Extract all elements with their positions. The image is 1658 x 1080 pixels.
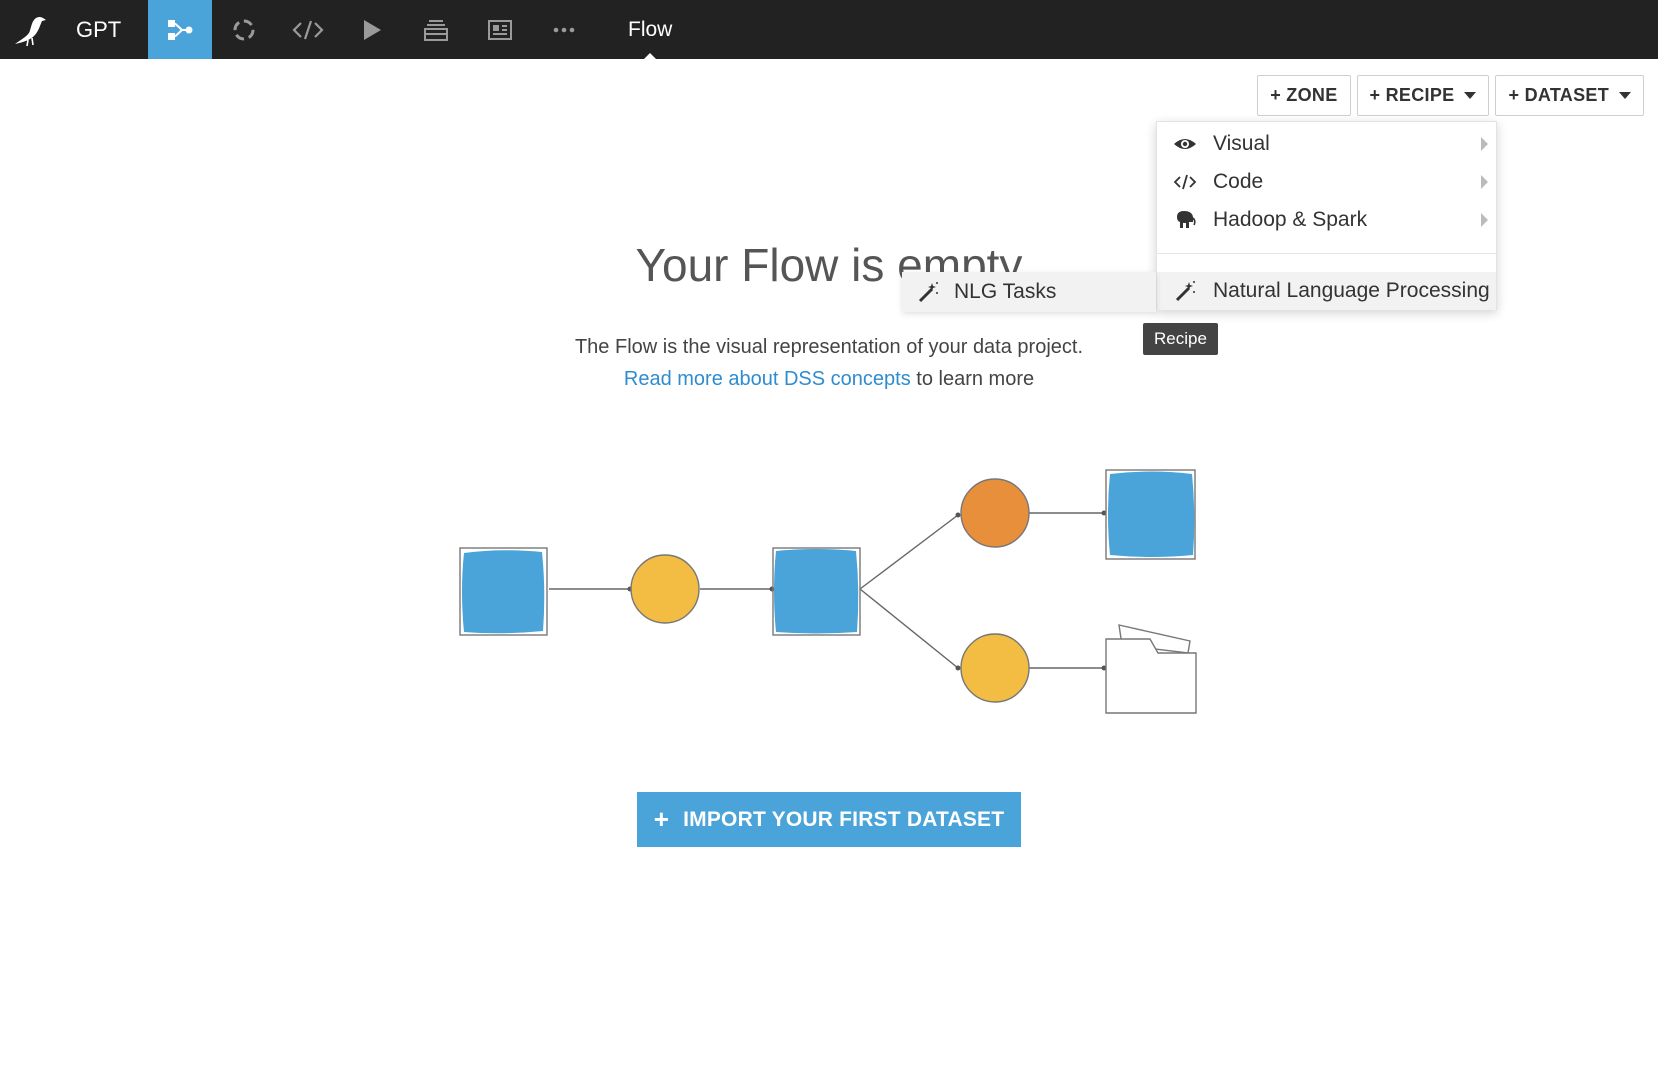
menu-item-hadoop-spark[interactable]: Hadoop & Spark xyxy=(1157,201,1496,239)
magic-wand-icon xyxy=(1157,280,1213,302)
page-title: Flow xyxy=(628,17,673,41)
jobs-icon[interactable] xyxy=(340,0,404,59)
flow-illustration xyxy=(450,455,1210,730)
menu-item-label: Hadoop & Spark xyxy=(1213,208,1368,231)
menu-item-label: Code xyxy=(1213,170,1264,193)
top-navigation-bar: GPT xyxy=(0,0,1658,59)
menu-item-code[interactable]: Code xyxy=(1157,163,1496,201)
link-suffix: to learn more xyxy=(910,368,1035,390)
import-first-dataset-button[interactable]: + IMPORT YOUR FIRST DATASET xyxy=(637,792,1021,847)
caret-down-icon xyxy=(1619,92,1631,99)
active-tab-caret xyxy=(644,53,657,59)
import-button-label: IMPORT YOUR FIRST DATASET xyxy=(683,807,1005,831)
add-dataset-button[interactable]: + DATASET xyxy=(1495,75,1644,116)
code-icon xyxy=(1157,173,1213,191)
menu-item-nlp[interactable]: Natural Language Processing xyxy=(1157,272,1496,310)
menu-item-visual[interactable]: Visual xyxy=(1157,125,1496,163)
elephant-icon xyxy=(1157,209,1213,231)
dataiku-bird-logo-icon[interactable] xyxy=(0,0,60,59)
chevron-right-icon xyxy=(1481,213,1488,227)
description-link-line: Read more about DSS concepts to learn mo… xyxy=(0,363,1658,395)
add-recipe-label: + RECIPE xyxy=(1369,85,1455,105)
submenu-item-label: NLG Tasks xyxy=(954,280,1057,303)
recipe-tooltip: Recipe xyxy=(1143,323,1218,355)
more-icon[interactable] xyxy=(532,0,596,59)
description-text: The Flow is the visual representation of… xyxy=(574,336,1084,358)
add-zone-button[interactable]: + ZONE xyxy=(1257,75,1351,116)
menu-divider xyxy=(1157,253,1496,254)
datasets-stack-icon[interactable] xyxy=(404,0,468,59)
recipe-dropdown-menu: Visual Code Hadoop & Spark xyxy=(1156,121,1497,310)
flow-icon[interactable] xyxy=(148,0,212,59)
project-name[interactable]: GPT xyxy=(76,16,122,42)
caret-down-icon xyxy=(1464,92,1477,99)
lifecycle-icon[interactable] xyxy=(212,0,276,59)
eye-icon xyxy=(1157,136,1213,152)
nlp-submenu-item-nlg-tasks[interactable]: NLG Tasks xyxy=(902,272,1156,312)
magic-wand-icon xyxy=(902,281,954,303)
code-icon[interactable] xyxy=(276,0,340,59)
menu-item-label: Visual xyxy=(1213,132,1270,155)
dataset-node-icon xyxy=(459,547,548,636)
chevron-right-icon xyxy=(1481,175,1488,189)
empty-flow-description: The Flow is the visual representation of… xyxy=(0,331,1658,395)
chevron-right-icon xyxy=(1481,137,1488,151)
page-title-tab[interactable]: Flow xyxy=(628,0,672,59)
dashboard-icon[interactable] xyxy=(468,0,532,59)
add-zone-label: + ZONE xyxy=(1270,85,1338,105)
dss-concepts-link[interactable]: Read more about DSS concepts xyxy=(623,368,911,390)
add-recipe-button[interactable]: + RECIPE xyxy=(1356,75,1490,116)
plus-icon: + xyxy=(653,804,670,834)
flow-actions: + ZONE + RECIPE + DATASET xyxy=(1257,75,1644,116)
add-dataset-label: + DATASET xyxy=(1508,85,1609,105)
menu-item-label: Natural Language Processing xyxy=(1213,279,1490,302)
